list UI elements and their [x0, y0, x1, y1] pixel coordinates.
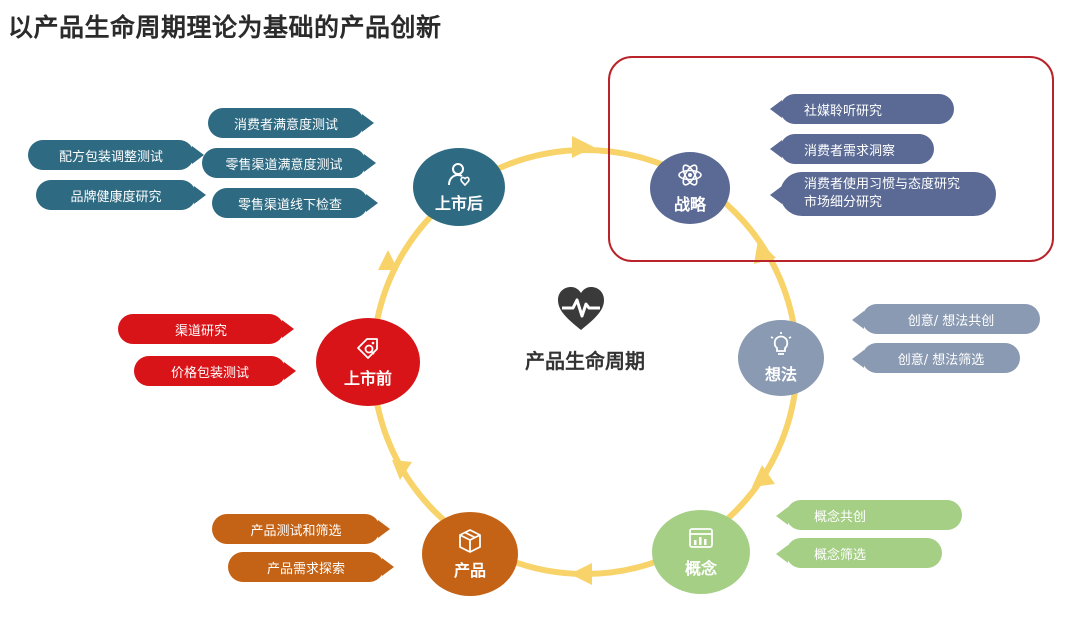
tag-pre-launch-1: 渠道研究	[118, 314, 284, 344]
stage-label: 想法	[764, 364, 797, 384]
tag-after-launch-5: 零售渠道线下检查	[212, 188, 368, 218]
strategy-highlight-box	[608, 56, 1054, 262]
tag-tail	[194, 186, 206, 204]
lightbulb-icon	[768, 331, 794, 358]
tag-tail	[364, 154, 376, 172]
ring-arrow	[392, 460, 412, 480]
heartbeat-icon	[558, 287, 604, 330]
stage-label: 产品	[453, 560, 486, 580]
ring-arrows	[378, 136, 776, 585]
ring-arrow	[572, 136, 594, 158]
stage-concept[interactable]: 概念	[652, 510, 750, 594]
tag-tail	[770, 186, 782, 204]
stage-label: 上市后	[434, 193, 483, 213]
tag-after-launch-4: 品牌健康度研究	[36, 180, 196, 210]
tag-tail	[770, 100, 782, 118]
ring-arrow	[754, 240, 776, 264]
tag-product-1: 产品测试和筛选	[212, 514, 380, 544]
tag-line: 市场细分研究	[804, 195, 883, 210]
user-heart-icon	[446, 161, 472, 187]
tag-concept-2: 概念筛选	[786, 538, 942, 568]
tag-after-launch-3: 零售渠道满意度测试	[202, 148, 366, 178]
dashboard-icon	[688, 526, 714, 552]
tag-tail	[776, 507, 788, 525]
tag-strategy-2: 消费者需求洞察	[780, 134, 934, 164]
price-tag-search-icon	[355, 336, 381, 362]
page-title: 以产品生命周期理论为基础的产品创新	[8, 13, 442, 42]
box-icon	[457, 528, 483, 554]
tag-tail	[776, 545, 788, 563]
stage-idea[interactable]: 想法	[738, 320, 824, 396]
tag-tail	[282, 320, 294, 338]
tag-tail	[284, 362, 296, 380]
stage-label: 战略	[673, 194, 706, 214]
tag-tail	[770, 140, 782, 158]
tag-pre-launch-2: 价格包装测试	[134, 356, 286, 386]
ring-arrow	[570, 563, 592, 585]
tag-tail	[378, 520, 390, 538]
stage-label: 上市前	[343, 368, 392, 388]
stage-pre-launch[interactable]: 上市前	[316, 318, 420, 406]
stage-product[interactable]: 产品	[422, 512, 518, 596]
tag-tail	[362, 114, 374, 132]
tag-tail	[366, 194, 378, 212]
stage-after-launch[interactable]: 上市后	[413, 148, 505, 226]
lifecycle-center-label: 产品生命周期	[525, 349, 645, 373]
tag-strategy-1: 社媒聆听研究	[780, 94, 954, 124]
atom-icon	[677, 162, 703, 188]
stage-strategy[interactable]: 战略	[650, 152, 730, 224]
tag-strategy-3: 消费者使用习惯与态度研究 市场细分研究	[780, 172, 996, 216]
ring-arrow	[378, 250, 398, 270]
tag-product-2: 产品需求探索	[228, 552, 384, 582]
tag-idea-2: 创意/ 想法筛选	[862, 343, 1020, 373]
tag-idea-1: 创意/ 想法共创	[862, 304, 1040, 334]
tag-concept-1: 概念共创	[786, 500, 962, 530]
tag-tail	[852, 350, 864, 368]
tag-after-launch-1: 消费者满意度测试	[208, 108, 364, 138]
tag-tail	[192, 146, 204, 164]
tag-line: 消费者使用习惯与态度研究	[804, 177, 961, 192]
tag-after-launch-2: 配方包装调整测试	[28, 140, 194, 170]
stage-label: 概念	[684, 558, 717, 578]
tag-tail	[852, 311, 864, 329]
ring-arrow	[752, 465, 775, 487]
tag-tail	[382, 558, 394, 576]
